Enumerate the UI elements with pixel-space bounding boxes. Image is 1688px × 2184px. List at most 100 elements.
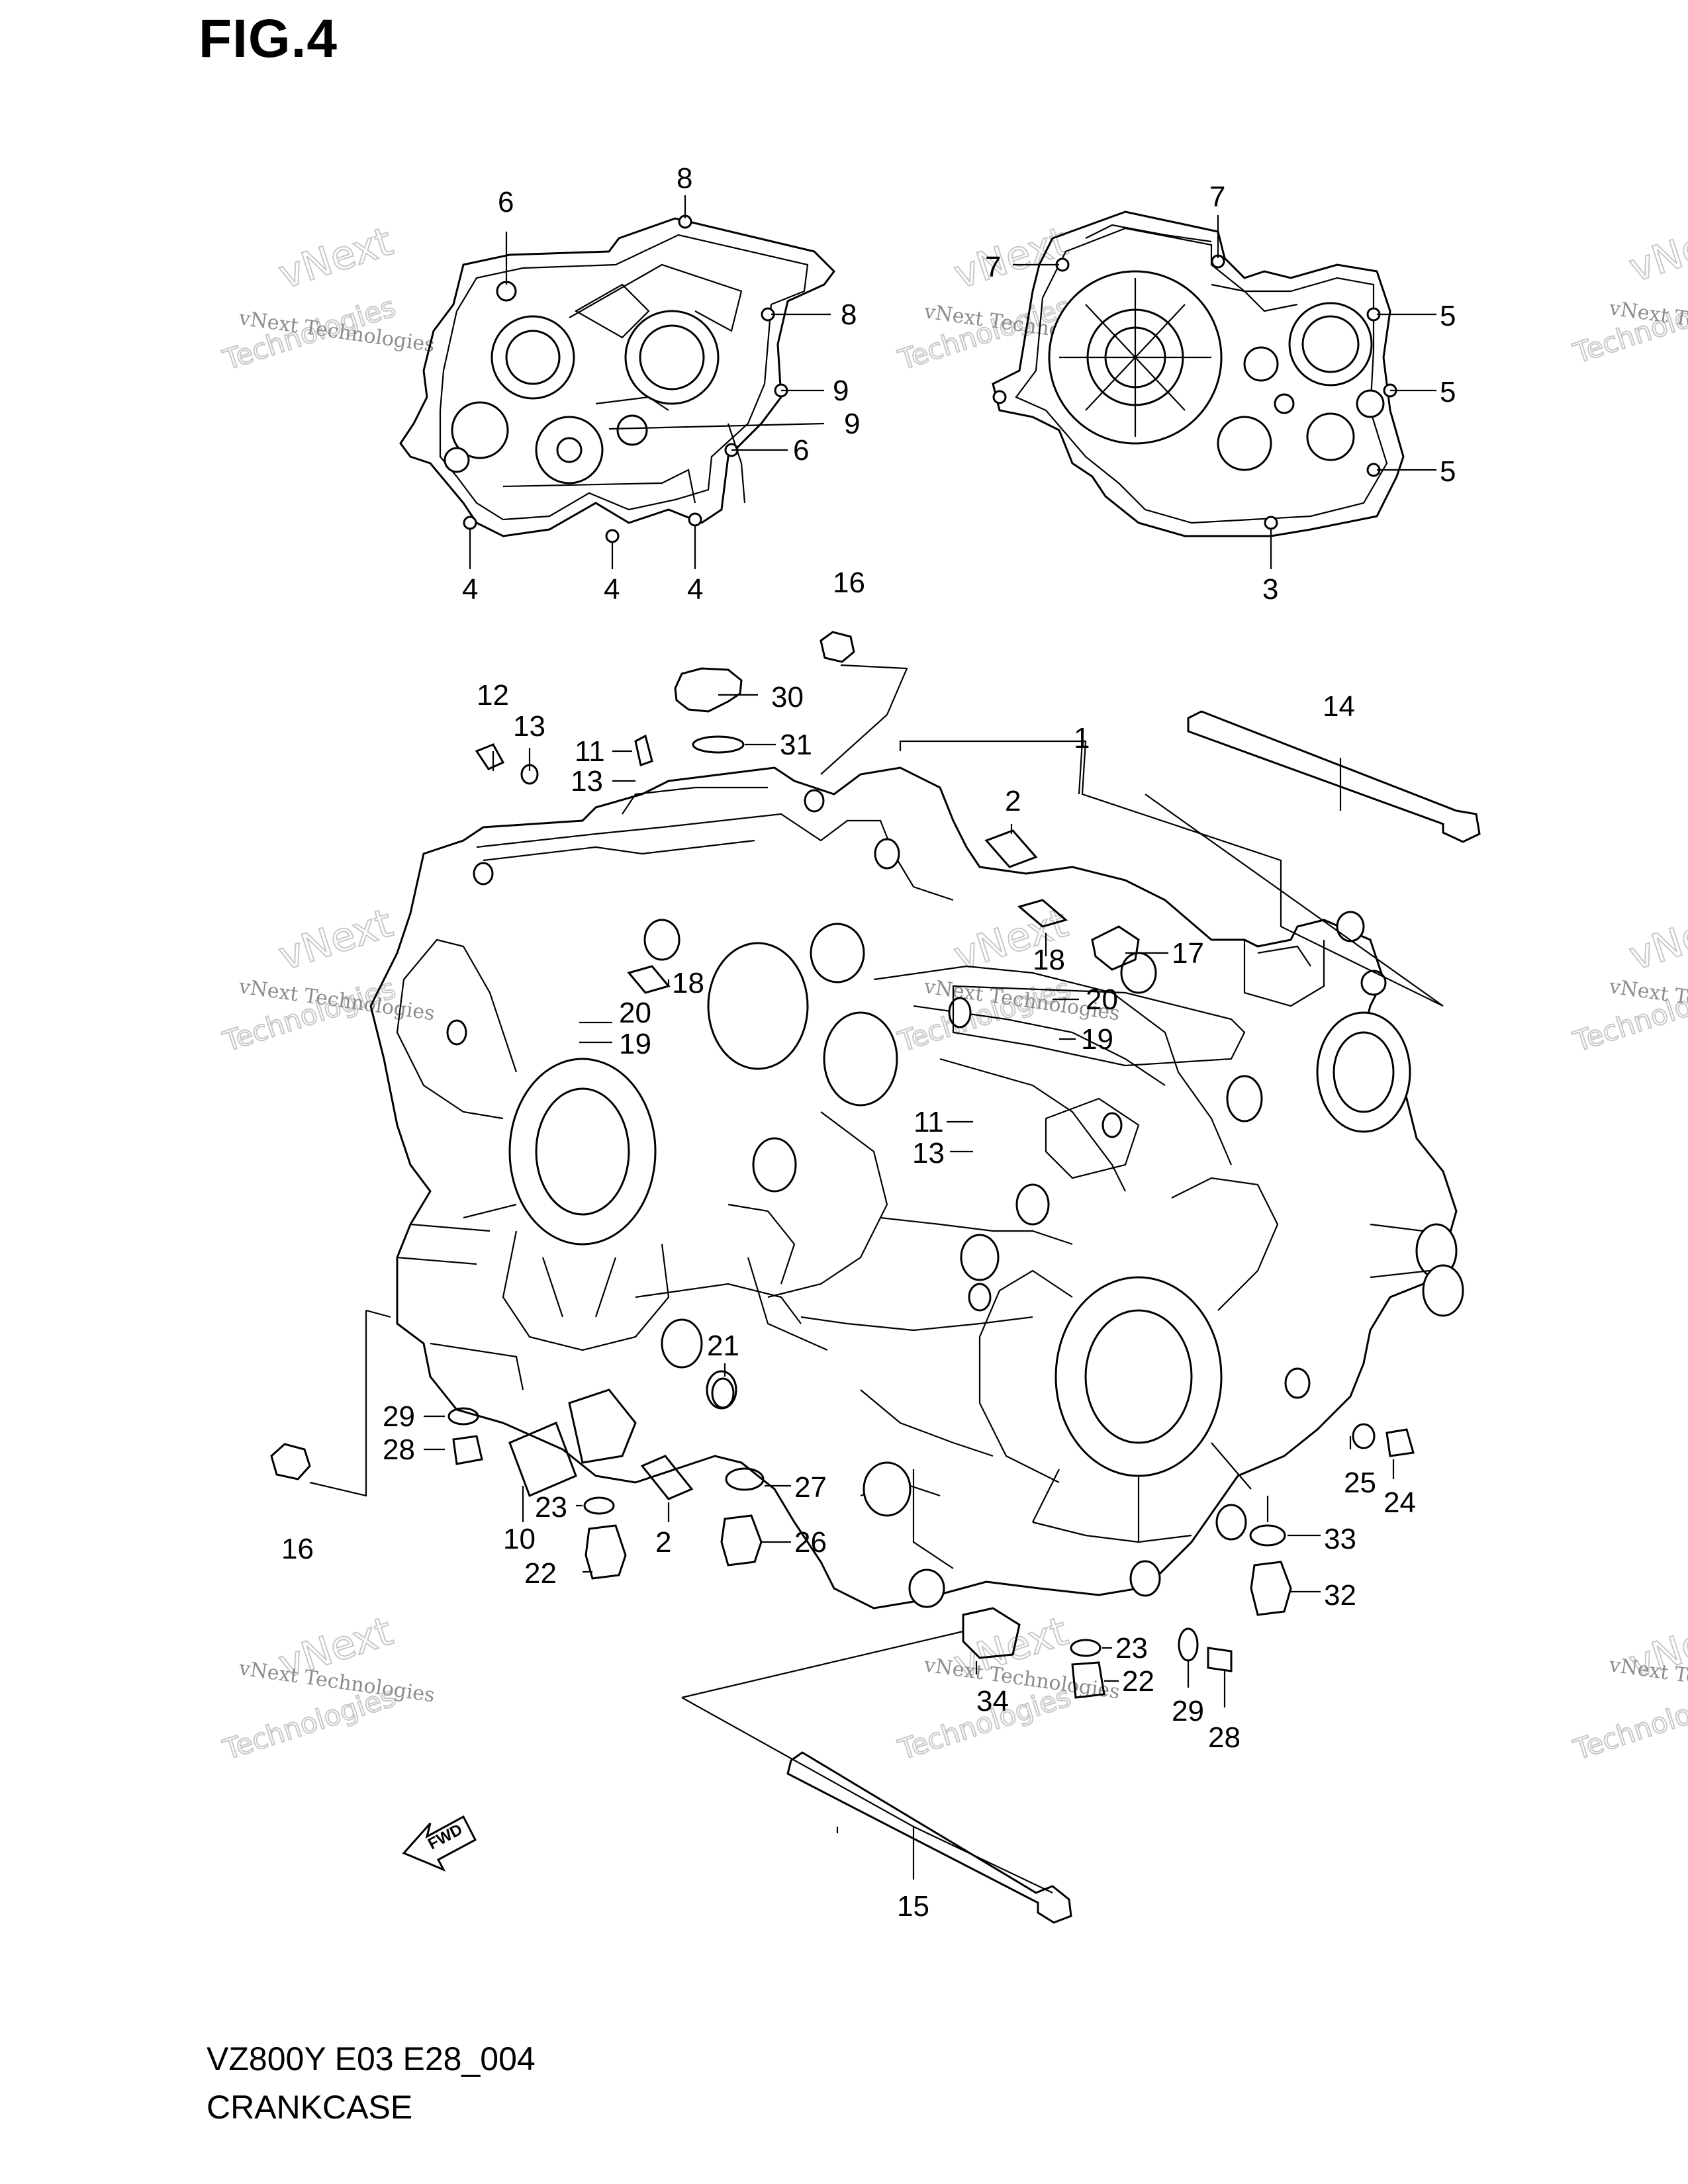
part-label: 11 bbox=[575, 735, 605, 768]
watermark-text: vNext bbox=[1624, 212, 1688, 292]
part-label: 22 bbox=[524, 1557, 557, 1590]
bolt-part bbox=[1017, 899, 1068, 928]
part-label: 8 bbox=[677, 162, 692, 195]
forward-direction-arrow: FWD bbox=[402, 1815, 477, 1872]
part-label: 27 bbox=[794, 1471, 827, 1504]
filler-cap-part bbox=[674, 667, 743, 713]
gasket-part bbox=[725, 1467, 765, 1491]
part-label: 7 bbox=[1209, 181, 1225, 213]
watermark: vNext Technologies bbox=[218, 218, 400, 377]
plug-part bbox=[1071, 1661, 1105, 1699]
part-label: 32 bbox=[1324, 1579, 1356, 1612]
leader-lines bbox=[309, 195, 1444, 1893]
bolt-part bbox=[452, 1435, 483, 1465]
part-label: 10 bbox=[503, 1523, 536, 1555]
nut-part bbox=[820, 631, 855, 663]
part-label: 24 bbox=[1383, 1486, 1416, 1519]
part-label: 28 bbox=[383, 1433, 415, 1466]
nut-part bbox=[270, 1443, 311, 1480]
oil-filter-part bbox=[508, 1422, 577, 1497]
watermark-text: vNext bbox=[273, 900, 398, 980]
part-label: 18 bbox=[672, 967, 704, 999]
part-label: 14 bbox=[1323, 690, 1355, 723]
part-label: 4 bbox=[462, 573, 478, 606]
section-title: CRANKCASE bbox=[207, 2089, 413, 2126]
bolt-part bbox=[1207, 1647, 1233, 1672]
part-label: 9 bbox=[844, 408, 860, 440]
part-label: 12 bbox=[477, 679, 509, 711]
part-label: 13 bbox=[513, 710, 545, 743]
part-label: 31 bbox=[780, 729, 812, 761]
watermark: vNext Technologies bbox=[1569, 211, 1688, 371]
part-label: 7 bbox=[985, 251, 1001, 283]
part-label: 13 bbox=[912, 1137, 945, 1169]
part-label: 5 bbox=[1440, 300, 1456, 332]
bracket-part bbox=[1091, 925, 1140, 971]
right-crankcase-half bbox=[992, 210, 1405, 537]
stud-bolt-part bbox=[786, 1751, 1072, 1924]
part-label: 29 bbox=[383, 1400, 415, 1433]
part-label: 11 bbox=[914, 1106, 944, 1138]
bolt-part bbox=[475, 743, 505, 770]
part-label: 17 bbox=[1172, 937, 1204, 970]
watermark: vNext Technologies bbox=[1569, 1608, 1688, 1767]
dowel-pin-part bbox=[640, 1455, 694, 1500]
assembled-crankcase bbox=[369, 766, 1464, 1610]
part-label: 19 bbox=[1081, 1023, 1113, 1056]
washer-part bbox=[1178, 1627, 1199, 1662]
dowel-pin-part bbox=[984, 829, 1038, 868]
watermark-text: vNext bbox=[273, 218, 398, 298]
part-label: 4 bbox=[604, 573, 620, 606]
part-label: 23 bbox=[1115, 1632, 1148, 1664]
part-label: 9 bbox=[833, 375, 849, 407]
washer-part bbox=[447, 1407, 479, 1426]
switch-part bbox=[962, 1607, 1021, 1659]
part-label: 6 bbox=[498, 186, 514, 218]
part-label: 3 bbox=[1262, 573, 1278, 606]
watermark-text: Technologies bbox=[1570, 1680, 1688, 1766]
part-label: 18 bbox=[1033, 944, 1065, 976]
part-label: 19 bbox=[619, 1028, 651, 1060]
jet-part bbox=[634, 734, 653, 766]
plug-part bbox=[585, 1524, 627, 1580]
plug-part bbox=[711, 1377, 735, 1409]
washer-part bbox=[1352, 1423, 1376, 1449]
part-label: 1 bbox=[1074, 722, 1090, 754]
part-label: 34 bbox=[976, 1685, 1009, 1717]
oil-filter-part bbox=[568, 1388, 637, 1464]
part-label: 2 bbox=[655, 1526, 671, 1559]
part-label: 16 bbox=[281, 1533, 314, 1565]
part-label: 23 bbox=[535, 1491, 567, 1524]
part-label: 22 bbox=[1122, 1665, 1154, 1698]
part-label: 29 bbox=[1172, 1695, 1204, 1727]
part-label: 33 bbox=[1324, 1523, 1356, 1555]
part-label: 6 bbox=[793, 434, 809, 467]
part-label: 20 bbox=[619, 997, 651, 1029]
part-label: 25 bbox=[1344, 1467, 1376, 1499]
part-label: 20 bbox=[1086, 983, 1118, 1016]
part-label: 4 bbox=[687, 573, 703, 606]
part-label: 15 bbox=[897, 1890, 929, 1923]
part-label: 21 bbox=[707, 1330, 739, 1362]
left-crankcase-half bbox=[399, 214, 835, 543]
model-code: VZ800Y E03 E28_004 bbox=[207, 2040, 536, 2077]
watermark-text: vNext bbox=[1624, 900, 1688, 980]
part-label: 5 bbox=[1440, 455, 1456, 488]
bolt-part bbox=[627, 965, 671, 994]
part-label: 2 bbox=[1005, 785, 1021, 817]
washer-part bbox=[1070, 1639, 1102, 1657]
part-label: 13 bbox=[571, 765, 603, 797]
part-label: 5 bbox=[1440, 376, 1456, 408]
stud-bolt-part bbox=[1187, 710, 1481, 843]
part-label: 26 bbox=[794, 1526, 827, 1559]
drain-plug-part bbox=[720, 1514, 763, 1567]
part-label: 28 bbox=[1208, 1721, 1241, 1754]
part-number-labels: 8 6 8 9 9 6 4 4 4 7 7 5 5 5 3 16 30 31 1… bbox=[281, 162, 1456, 1923]
plug-part bbox=[1250, 1561, 1292, 1616]
watermarks: vNext Technologies vNext Technologies vN… bbox=[218, 211, 1688, 1767]
watermark-text: vNext bbox=[949, 218, 1073, 298]
part-label: 8 bbox=[841, 298, 857, 331]
o-ring-part bbox=[692, 735, 745, 754]
